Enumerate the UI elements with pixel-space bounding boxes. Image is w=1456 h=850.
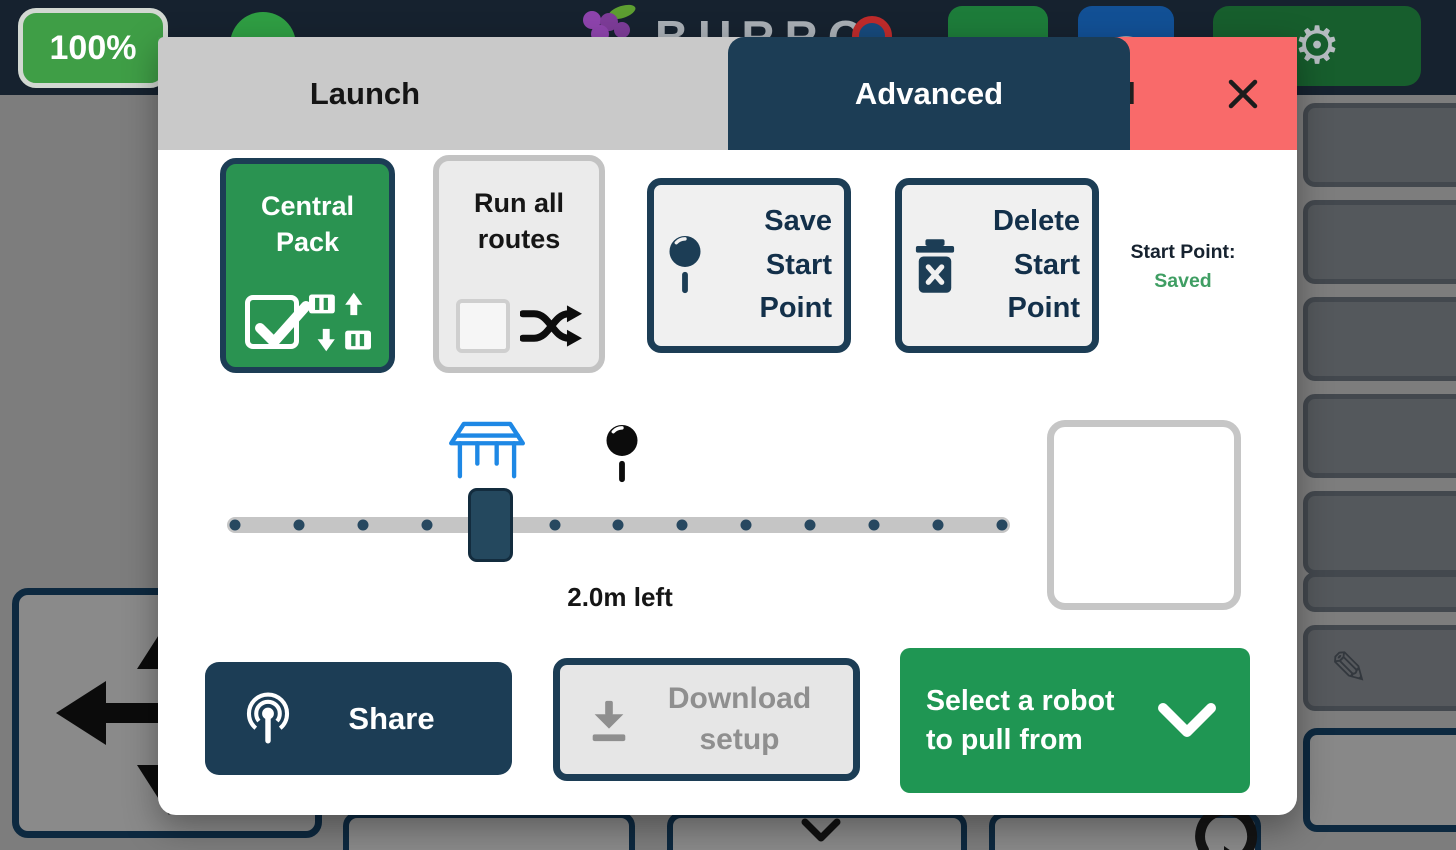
start-point-status: Start Point: Saved xyxy=(1113,241,1253,293)
checkbox-empty-icon xyxy=(456,299,510,353)
central-pack-label: Central Pack xyxy=(260,191,355,258)
pin-icon xyxy=(669,235,701,293)
start-point-pin-icon xyxy=(605,424,639,491)
download-setup-label: Download setup xyxy=(667,682,812,756)
delete-start-point-label: Delete Start Point xyxy=(992,205,1080,325)
share-button-label: Share xyxy=(348,700,435,736)
slider-tick-dot xyxy=(804,519,816,531)
run-all-routes-toggle[interactable]: Run all routes xyxy=(433,155,605,373)
route-list-row[interactable] xyxy=(1303,200,1456,284)
save-start-point-label: Save Start Point xyxy=(759,205,833,325)
select-robot-dropdown[interactable]: Select a robot to pull from xyxy=(900,648,1250,793)
tab-advanced-label: Advanced xyxy=(854,75,1004,111)
slider-tick-dot xyxy=(612,519,624,531)
edit-route-button[interactable]: ✎ xyxy=(1303,625,1456,711)
run-all-routes-label: Run all routes xyxy=(473,188,564,255)
download-setup-button[interactable]: Download setup xyxy=(553,658,860,781)
tab-advanced[interactable]: Advanced xyxy=(728,37,1130,150)
pack-swap-icon xyxy=(308,292,371,352)
trash-delete-icon xyxy=(915,238,955,293)
shuffle-icon xyxy=(520,305,582,347)
slider-tick-dot xyxy=(676,519,688,531)
pencil-icon: ✎ xyxy=(1330,642,1369,694)
share-button[interactable]: Share xyxy=(205,662,512,775)
route-slider-track[interactable] xyxy=(227,517,1010,533)
route-slider-thumb[interactable] xyxy=(468,488,513,562)
slider-tick-dot xyxy=(932,519,944,531)
dialog-tab-bar: Launch Cancel Advanced xyxy=(158,37,1297,150)
background-action-button[interactable] xyxy=(1303,728,1456,832)
background-bottom-button[interactable] xyxy=(989,805,1261,850)
download-icon xyxy=(592,700,626,741)
close-icon[interactable] xyxy=(1226,77,1260,116)
tab-launch-label[interactable]: Launch xyxy=(309,75,421,111)
slider-tick-dot xyxy=(996,519,1008,531)
broadcast-icon xyxy=(246,691,290,743)
route-list-row[interactable] xyxy=(1303,297,1456,381)
battery-percent-label: 100% xyxy=(49,28,137,67)
route-preview-box xyxy=(1047,420,1241,610)
route-list-row[interactable] xyxy=(1303,572,1456,612)
checkbox-checked-icon xyxy=(244,295,311,349)
central-pack-toggle[interactable]: Central Pack xyxy=(220,158,395,373)
slider-tick-dot xyxy=(549,519,560,531)
start-point-status-value: Saved xyxy=(1154,270,1212,292)
route-list-row[interactable] xyxy=(1303,491,1456,575)
select-robot-label: Select a robot to pull from xyxy=(926,685,1115,756)
route-list-row[interactable] xyxy=(1303,394,1456,478)
slider-tick-dot xyxy=(740,519,752,531)
slider-value-label: 2.0m left xyxy=(567,582,673,612)
slider-tick-dot xyxy=(357,519,369,531)
delete-start-point-button[interactable]: Delete Start Point xyxy=(895,178,1099,353)
slider-tick-dot xyxy=(229,519,241,531)
background-bottom-button[interactable] xyxy=(667,812,967,850)
chevron-down-icon xyxy=(1158,702,1216,737)
slider-tick-dot xyxy=(293,519,305,531)
chevron-down-icon xyxy=(801,818,841,842)
battery-badge: 100% xyxy=(18,8,168,88)
slider-tick-dot xyxy=(868,519,880,531)
gear-icon: ⚙ xyxy=(1293,17,1341,75)
grapes-logo-icon xyxy=(572,4,642,49)
slider-tick-dot xyxy=(421,519,433,531)
table-position-icon xyxy=(448,421,526,486)
background-bottom-button[interactable] xyxy=(343,812,635,850)
start-point-status-label: Start Point: xyxy=(1130,241,1236,263)
launch-advanced-dialog: Launch Cancel Advanced Central Pack xyxy=(158,37,1297,815)
route-list-row[interactable] xyxy=(1303,103,1456,187)
save-start-point-button[interactable]: Save Start Point xyxy=(647,178,851,353)
